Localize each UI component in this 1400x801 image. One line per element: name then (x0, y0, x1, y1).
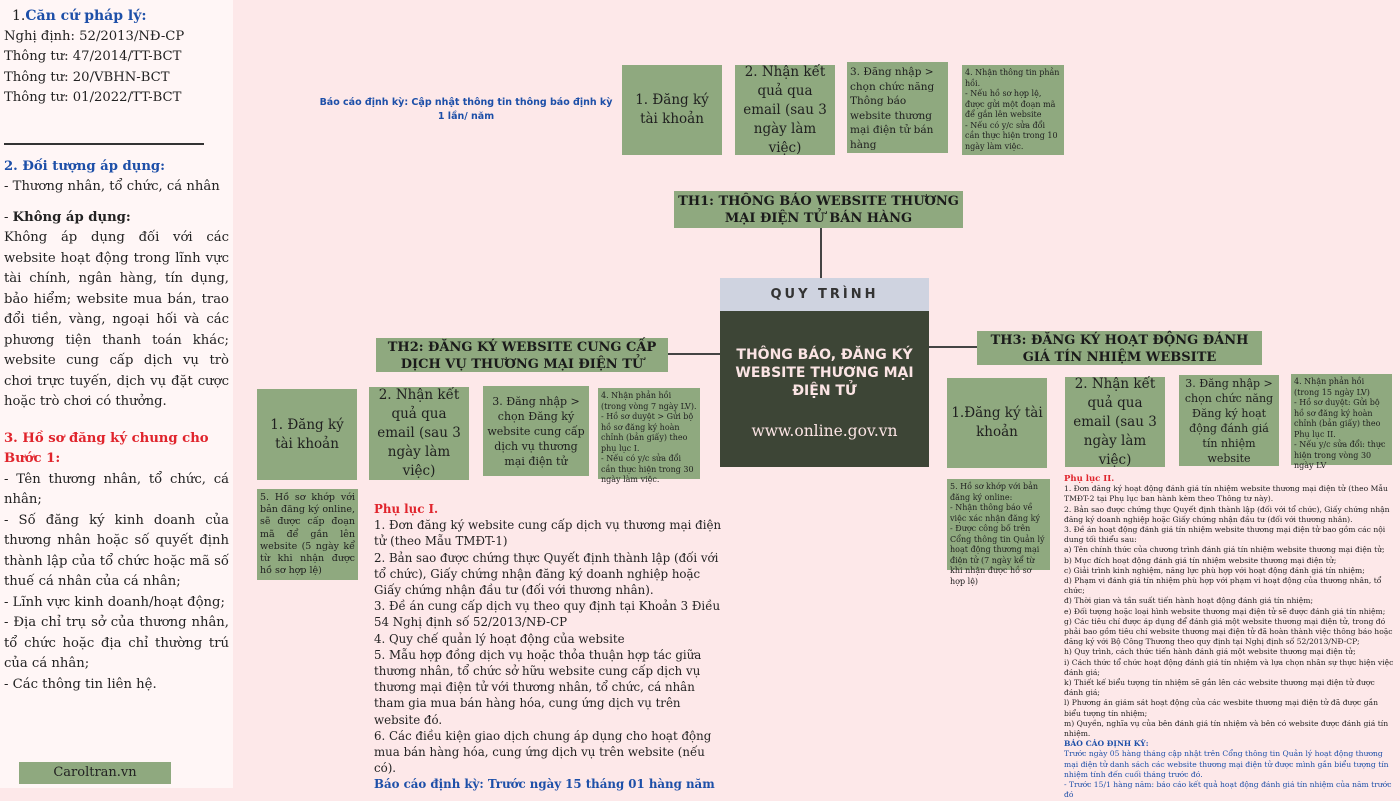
appendix-item: d) Phạm vi đánh giá tín nhiệm phù hợp vớ… (1064, 576, 1382, 596)
connector (820, 228, 822, 278)
appendix-item: k) Thiết kế biểu tượng tín nhiệm sẽ gắn … (1064, 678, 1375, 698)
appendix-item: 6. Các điều kiện giao dịch chung áp dụng… (374, 728, 712, 776)
common-docs-title: 3. Hồ sơ đăng ký chung cho Bước 1: (4, 430, 209, 467)
law-item: Nghị định: 52/2013/NĐ-CP (4, 28, 185, 44)
center-node: THÔNG BÁO, ĐĂNG KÝ WEBSITE THƯƠNG MẠI ĐI… (720, 311, 929, 467)
th1-step-1: 1. Đăng ký tài khoản (622, 65, 722, 155)
th3-report-item: Trước ngày 05 hàng tháng cập nhật trên C… (1064, 749, 1389, 779)
not-applicable-title: Không áp dụng: (12, 209, 131, 225)
appendix-item: 3. Đề án hoạt động đánh giá tín nhiệm we… (1064, 525, 1386, 545)
signature: Caroltran.vn (19, 762, 171, 784)
connector (929, 346, 977, 348)
appendix-item: l) Phương án giám sát hoạt động của các … (1064, 698, 1378, 718)
section-legal: 1.Căn cứ pháp lý: (12, 8, 147, 24)
appendix-item: 3. Đề án cung cấp dịch vụ theo quy định … (374, 599, 721, 630)
appendix-item: a) Tên chính thức của chương trình đánh … (1064, 545, 1385, 555)
appendix-item: 1. Đơn đăng ký website cung cấp dịch vụ … (374, 518, 722, 549)
appendix-item: 2. Bản sao được chứng thực Quyết định th… (1064, 504, 1390, 524)
common-doc-item: - Các thông tin liên hệ. (4, 676, 157, 692)
appendix-item: b) Mục đích hoạt động đánh giá tín nhiệm… (1064, 555, 1337, 565)
appendix-item: đ) Thời gian và tần suất tiến hành hoạt … (1064, 596, 1314, 606)
appendix-item: m) Quyền, nghĩa vụ của bên đánh giá tín … (1064, 718, 1389, 739)
th3-step-2: 2. Nhận kết quả qua email (sau 3 ngày là… (1065, 376, 1165, 468)
th3-report-title: BÁO CÁO ĐỊNH KỲ: (1064, 739, 1149, 749)
th3-step-3: 3. Đăng nhập > chọn chức năng Đăng ký ho… (1179, 375, 1279, 466)
law-item: Thông tư: 20/VBHN-BCT (4, 69, 170, 85)
th2-step-4: 4. Nhận phản hồi (trong vòng 7 ngày LV).… (598, 388, 700, 484)
scope-title: 2. Đối tượng áp dụng: (4, 158, 165, 174)
common-doc-item: - Tên thương nhân, tổ chức, cá nhân; (4, 471, 229, 508)
appendix-item: e) Đối tượng hoặc loại hình website thươ… (1064, 606, 1386, 616)
scope-text: - Thương nhân, tổ chức, cá nhân (4, 179, 220, 194)
appendix-item: i) Cách thức tổ chức hoạt động đánh giá … (1064, 657, 1394, 677)
law-item: Thông tư: 47/2014/TT-BCT (4, 49, 182, 64)
appendix-item: 1. Đơn đăng ký hoạt động đánh giá tín nh… (1064, 484, 1388, 504)
th2-appendix: Phụ lục I. 1. Đơn đăng ký website cung c… (374, 501, 726, 793)
appendix-item: 2. Bản sao được chứng thực Quyết định th… (374, 550, 719, 598)
th2-step-5: 5. Hồ sơ khớp với bản đăng ký online, sẽ… (257, 489, 358, 580)
th2-title: TH2: ĐĂNG KÝ WEBSITE CUNG CẤP DỊCH VỤ TH… (376, 338, 668, 372)
appendix-item: h) Quy trình, cách thức tiến hành đánh g… (1064, 647, 1356, 657)
appendix-item: c) Giải trình kinh nghiệm, năng lực phù … (1064, 565, 1365, 575)
th1-step-2: 2. Nhận kết quả qua email (sau 3 ngày là… (735, 64, 835, 156)
appendix-item: g) Các tiêu chí được áp dụng để đánh giá… (1064, 616, 1393, 647)
center-header: QUY TRÌNH (720, 278, 929, 311)
th3-appendix: Phụ lục II. 1. Đơn đăng ký hoạt động đán… (1064, 474, 1394, 800)
left-panel: 1.Căn cứ pháp lý: Nghị định: 52/2013/NĐ-… (0, 0, 233, 788)
th3-step-1: 1.Đăng ký tài khoản (947, 378, 1047, 468)
center-url[interactable]: www.online.gov.vn (751, 422, 898, 440)
th3-step-4: 4. Nhận phản hồi (trong 15 ngày LV) - Hồ… (1291, 374, 1392, 470)
th1-step-3: 3. Đăng nhập > chọn chức năng Thông báo … (847, 62, 948, 153)
not-applicable-text: Không áp dụng đối với các website hoạt đ… (4, 230, 229, 409)
th1-report: Báo cáo định kỳ: Cập nhật thông tin thôn… (319, 97, 613, 122)
appendix-item: 5. Mẫu hợp đồng dịch vụ hoặc thỏa thuận … (374, 647, 702, 727)
th3-report-item: - Trước 15/1 hàng năm: báo cáo kết quả h… (1064, 780, 1392, 800)
th1-title: TH1: THÔNG BÁO WEBSITE THƯƠNG MẠI ĐIỆN T… (674, 191, 963, 228)
common-doc-item: - Số đăng ký kinh doanh của thương nhân … (4, 512, 229, 590)
center-title: THÔNG BÁO, ĐĂNG KÝ WEBSITE THƯƠNG MẠI ĐI… (735, 347, 914, 399)
th3-step-5: 5. Hồ sơ khớp với bản đăng ký online: - … (947, 479, 1050, 586)
appendix-item: 4. Quy chế quản lý hoạt động của website (374, 631, 625, 646)
connector (668, 353, 720, 355)
th2-report: Báo cáo định kỳ: Trước ngày 15 tháng 01 … (374, 777, 715, 792)
th2-step-2: 2. Nhận kết quả qua email (sau 3 ngày là… (369, 387, 469, 480)
th2-step-3: 3. Đăng nhập > chọn Đăng ký website cung… (483, 386, 589, 476)
th1-step-4: 4. Nhận thông tin phản hồi. - Nếu hồ sơ … (962, 65, 1064, 155)
common-doc-item: - Địa chỉ trụ sở của thương nhân, tổ chứ… (4, 615, 229, 671)
common-doc-item: - Lĩnh vực kinh doanh/hoạt động; (4, 594, 225, 610)
th2-step-1: 1. Đăng ký tài khoản (257, 389, 357, 480)
law-item: Thông tư: 01/2022/TT-BCT (4, 90, 182, 105)
divider (4, 142, 204, 145)
th3-title: TH3: ĐĂNG KÝ HOẠT ĐỘNG ĐÁNH GIÁ TÍN NHIỆ… (977, 331, 1262, 365)
legal-title: Căn cứ pháp lý: (25, 8, 147, 24)
